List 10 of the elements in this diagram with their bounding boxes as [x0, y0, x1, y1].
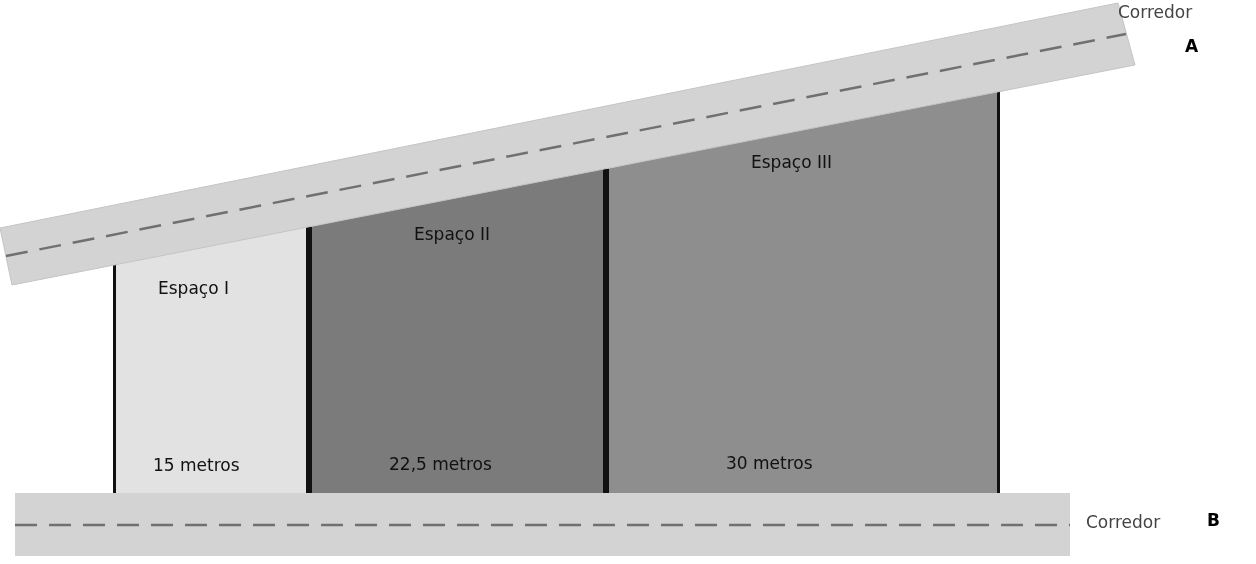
length-label: 15 metros	[153, 455, 240, 475]
length-label: 22,5 metros	[389, 454, 492, 474]
corridor-label: Corredor	[1086, 512, 1161, 532]
corridor-letter: A	[1185, 36, 1199, 56]
space-name: Espaço I	[158, 278, 229, 298]
corridor-label: Corredor	[1118, 2, 1193, 22]
space-name: Espaço II	[414, 224, 490, 244]
space-name: Espaço III	[751, 152, 832, 172]
corridor-letter: B	[1207, 510, 1220, 530]
length-label: 30 metros	[726, 453, 813, 473]
